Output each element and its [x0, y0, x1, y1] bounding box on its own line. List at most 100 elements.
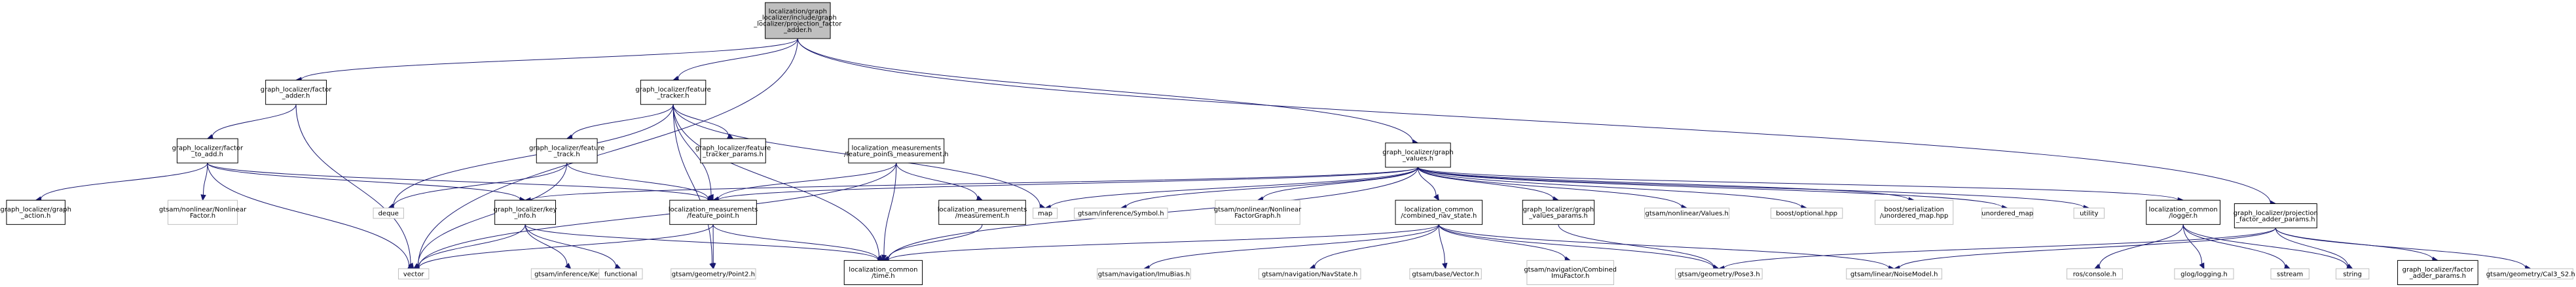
edge-line [418, 163, 897, 268]
node-label-line: _values.h [1402, 156, 1433, 163]
node-lg[interactable]: localization_common/logger.h [2146, 199, 2220, 225]
node-box [843, 260, 923, 285]
edge-line [1418, 167, 1682, 208]
node-sym: gtsam/inference/Symbol.h [1074, 207, 1168, 219]
node-ga[interactable]: graph_localizer/graph_action.h [0, 199, 71, 225]
node-label-line: utility [2080, 211, 2099, 218]
node-fpm[interactable]: localization_measurements/feature_points… [844, 138, 949, 163]
node-label-line: _localizer/include/graph [758, 14, 837, 22]
edge-line [2182, 224, 2203, 264]
edge-cns-to-imub [1143, 224, 1439, 271]
edge-root-to-fa [295, 38, 798, 83]
node-label-line: graph_localizer/graph [0, 207, 71, 214]
node-label-line: _adder.h [783, 27, 812, 34]
node-label-line: vector [403, 271, 425, 278]
edge-line [1050, 167, 1419, 208]
edge-line [1418, 167, 1909, 201]
edge-line [1418, 167, 2003, 209]
edge-line [393, 104, 674, 207]
node-label-line: FactorGraph.h [1234, 212, 1281, 220]
node-box [671, 268, 756, 280]
edge-line [207, 163, 410, 267]
edge-line [203, 163, 208, 195]
edge-arrowhead [564, 262, 572, 269]
node-box [1875, 199, 1954, 225]
node-fp[interactable]: localization_measurements/feature_point.… [669, 199, 758, 225]
node-label-line: /feature_points_measurement.h [844, 151, 948, 158]
node-label-line: localization_measurements [669, 207, 758, 214]
node-label-line: /unordered_map.hpp [1880, 212, 1948, 220]
node-label-line: _adder_params.h [2409, 273, 2466, 280]
node-vals: gtsam/nonlinear/Values.h [1644, 207, 1730, 219]
node-meas[interactable]: localization_measurements/measurement.h [938, 199, 1027, 225]
node-fa[interactable]: graph_localizer/factor_adder.h [261, 80, 332, 105]
node-ftrk[interactable]: graph_localizer/feature_track.h [529, 138, 604, 163]
node-box [2073, 207, 2105, 219]
node-gv[interactable]: graph_localizer/graph_values.h [1382, 143, 1454, 168]
node-box [2335, 268, 2370, 280]
node-label-line: gtsam/geometry/Point2.h [672, 271, 755, 278]
edge-fpm-to-fp [712, 163, 897, 202]
node-label-line: localization_common [2149, 207, 2218, 214]
edge-arrowhead [2199, 262, 2205, 270]
node-box [1526, 260, 1614, 285]
edge-line [1438, 224, 1890, 269]
node-label-line: /logger.h [2169, 212, 2198, 220]
edge-line [1418, 167, 1802, 208]
node-time[interactable]: localization_common/time.h [843, 260, 923, 285]
edge-line [1126, 167, 1419, 208]
node-label-line: gtsam/geometry/Pose3.h [1678, 271, 1760, 278]
node-label-line: map [1038, 211, 1052, 218]
node-box [1981, 207, 2034, 219]
edge-line [672, 104, 712, 264]
edges-layer [35, 38, 2531, 271]
node-gfap[interactable]: graph_localizer/factor_adder_params.h [2397, 260, 2478, 285]
node-box [397, 268, 430, 280]
edge-line [1149, 224, 1439, 268]
node-label-line: gtsam/navigation/NavState.h [1262, 271, 1357, 278]
edge-line [212, 104, 297, 137]
edge-arrowhead [1433, 194, 1440, 201]
node-func: functional [598, 268, 643, 280]
edge-line [672, 104, 729, 137]
node-ki[interactable]: graph_localizer/key_info.h [494, 199, 557, 225]
node-cal3: gtsam/geometry/Cal3_S2.h [2486, 268, 2575, 280]
edge-line [418, 224, 526, 267]
node-label-line: graph_localizer/feature [635, 86, 710, 93]
edge-line [887, 224, 983, 259]
node-imub: gtsam/navigation/ImuBias.h [1097, 268, 1191, 280]
node-p2: gtsam/geometry/Point2.h [671, 268, 756, 280]
node-ros: ros/console.h [2066, 268, 2123, 280]
node-umap: unordered_map [1981, 207, 2034, 219]
node-box [2488, 268, 2573, 280]
edge-fta-to-ga [35, 163, 208, 202]
edge-ki-to-key [524, 224, 572, 269]
edge-ki-to-time [524, 224, 885, 263]
edge-lg-to-string [2182, 224, 2353, 270]
node-label-line: localization_measurements [938, 207, 1027, 214]
edge-ft-to-ftrk [566, 104, 674, 140]
node-box [1215, 199, 1300, 225]
node-box [2234, 203, 2317, 229]
edge-line [301, 38, 798, 80]
node-root[interactable]: localization/graph_localizer/include/gra… [753, 2, 842, 39]
node-box [265, 80, 327, 105]
node-box [494, 199, 556, 225]
node-box [1409, 268, 1482, 280]
node-box [1097, 268, 1191, 280]
node-gvp[interactable]: graph_localizer/graph_values_params.h [1522, 199, 1595, 225]
node-box [669, 199, 757, 225]
node-fta[interactable]: graph_localizer/factor_to_add.h [172, 138, 244, 163]
edge-line [1438, 224, 1566, 260]
node-label-line: graph_localizer/feature [529, 144, 604, 152]
node-ftp[interactable]: graph_localizer/feature_tracker_params.h [695, 138, 771, 163]
edge-line [1438, 224, 1714, 268]
node-pfap[interactable]: graph_localizer/projection_factor_adder_… [2234, 203, 2318, 229]
edge-fpm-to-meas [896, 163, 984, 201]
node-cns[interactable]: localization_common/combined_nav_state.h [1395, 199, 1483, 225]
node-label-line: graph_localizer/projection [2234, 210, 2318, 217]
node-label-line: _tracker_params.h [702, 151, 764, 158]
node-ft[interactable]: graph_localizer/feature_tracker.h [635, 80, 711, 105]
